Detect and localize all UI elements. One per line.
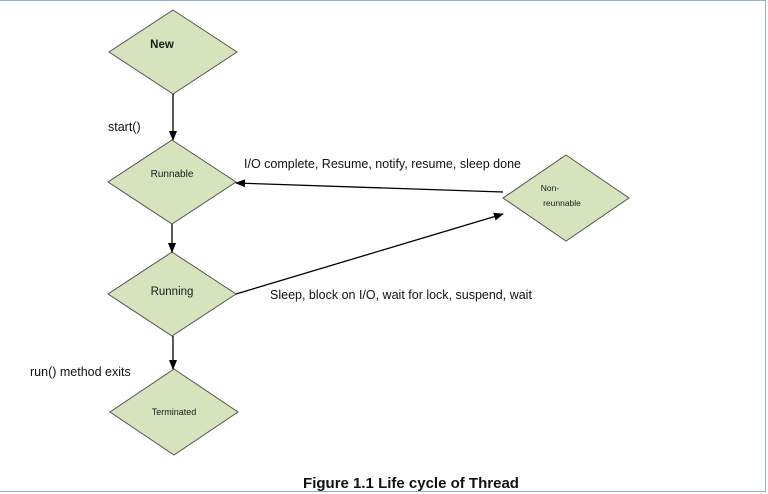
node-running-label: Running [151, 286, 194, 298]
node-running-shape [107, 251, 237, 337]
edge-nonrunnable-to-runnable [235, 179, 504, 193]
node-non-runnable-label-line2: reunnable [543, 198, 581, 208]
node-runnable-shape [107, 139, 237, 225]
edge-label-sleep: Sleep, block on I/O, wait for lock, susp… [270, 288, 532, 302]
figure-caption: Figure 1.1 Life cycle of Thread [303, 475, 519, 492]
edge-label-exit: run() method exits [30, 365, 131, 379]
edge-running-to-nonrunnable [235, 212, 504, 295]
node-terminated-label: Terminated [152, 407, 197, 417]
edge-label-start: start() [108, 120, 141, 134]
node-new-label: New [150, 39, 174, 51]
node-terminated-shape [109, 368, 239, 456]
edge-label-resume: I/O complete, Resume, notify, resume, sl… [244, 157, 521, 171]
node-non-runnable-label-line1: Non- [541, 183, 560, 193]
node-runnable-label: Runnable [151, 169, 194, 180]
node-new-shape [108, 9, 238, 95]
node-non-runnable-shape [502, 154, 630, 242]
